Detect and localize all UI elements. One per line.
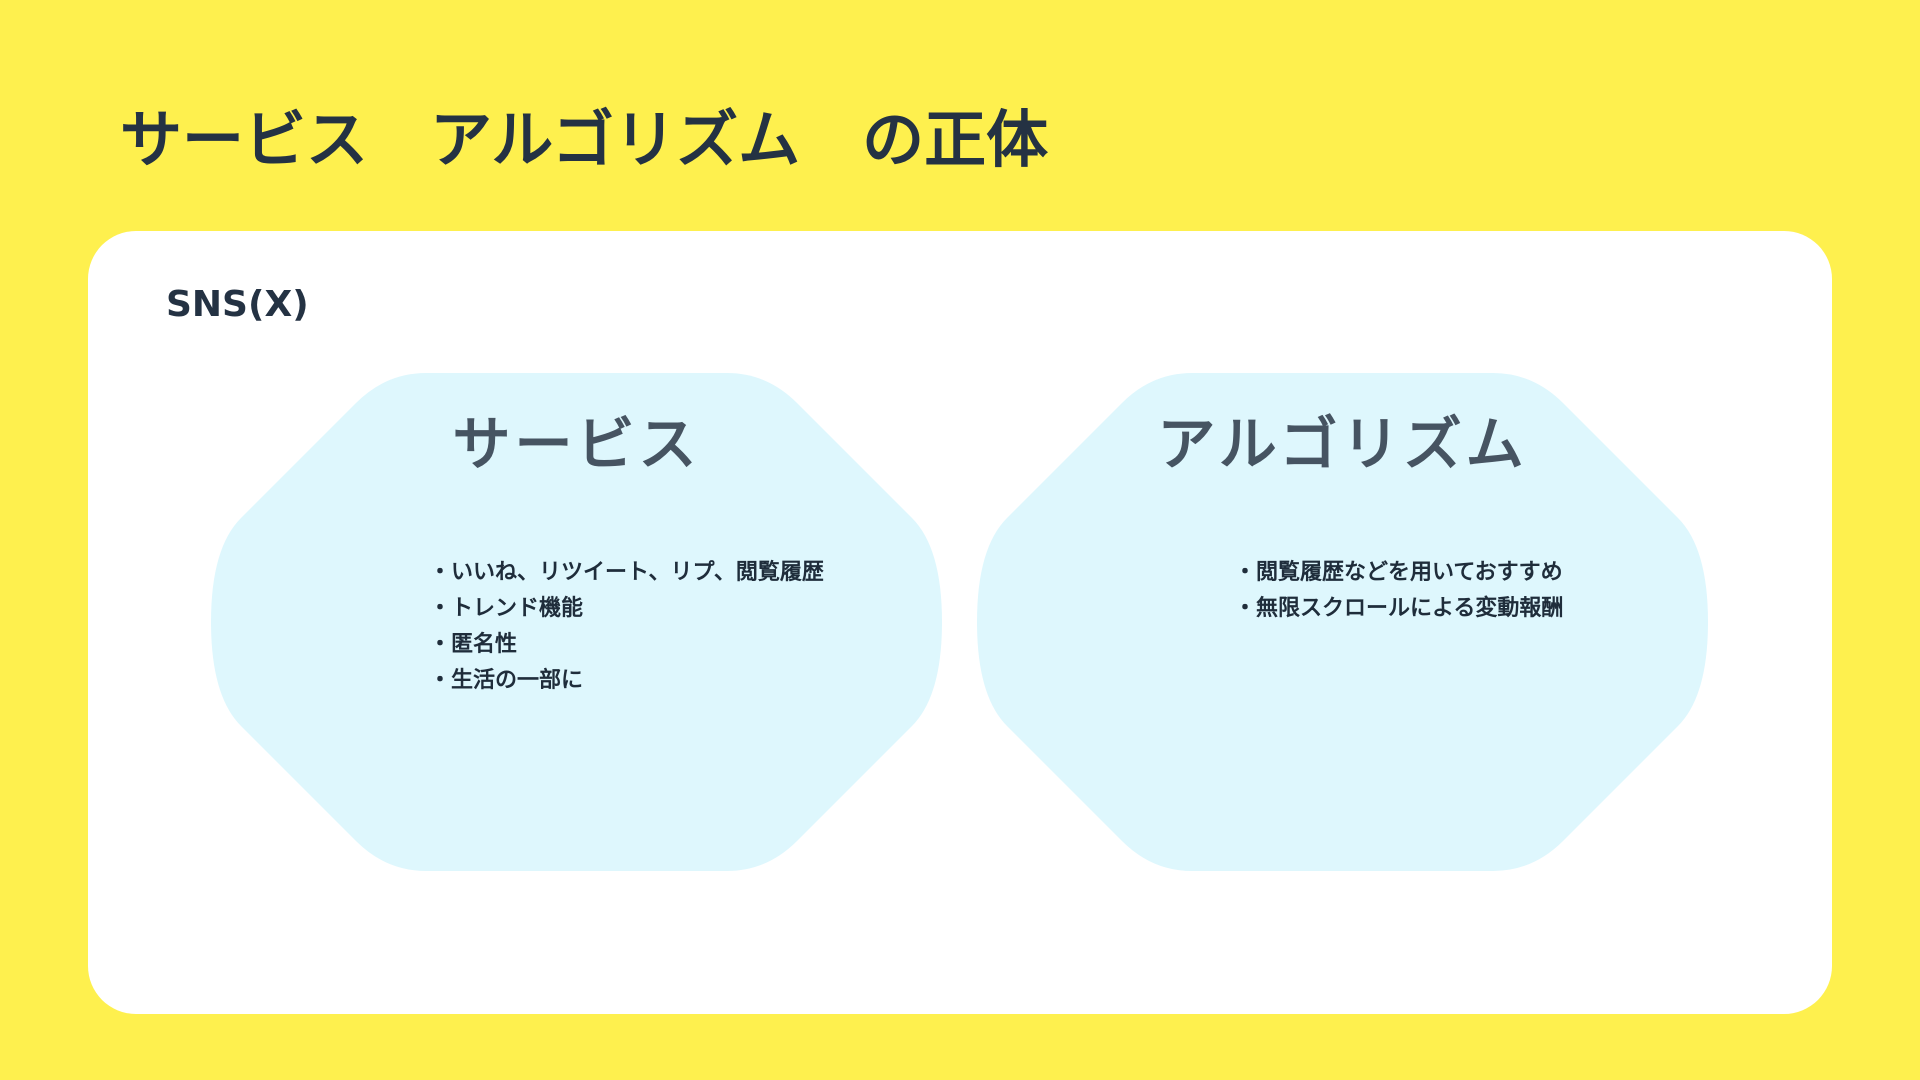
service-panel: サービス ・いいね、リツイート、リプ、閲覧履歴 ・トレンド機能 ・匿名性 ・生活… [211,373,942,871]
algorithm-panel: アルゴリズム ・閲覧履歴などを用いておすすめ ・無限スクロールによる変動報酬 [977,373,1708,871]
list-item-text: 閲覧履歴などを用いておすすめ [1256,560,1563,585]
service-heading: サービス [452,410,701,478]
list-item: ・生活の一部に [429,663,824,699]
service-list: ・いいね、リツイート、リプ、閲覧履歴 ・トレンド機能 ・匿名性 ・生活の一部に [429,555,824,699]
list-item: ・トレンド機能 [429,591,824,627]
algorithm-hexagon-shape [977,373,1708,871]
list-item: ・閲覧履歴などを用いておすすめ [1234,555,1563,591]
service-hexagon-shape [211,373,942,871]
list-item: ・無限スクロールによる変動報酬 [1234,591,1563,627]
bullet: ・ [429,560,452,585]
content-card: SNS(X) サービス ・いいね、リツイート、リプ、閲覧履歴 ・トレンド機能 ・… [88,231,1832,1014]
list-item-text: 生活の一部に [451,668,584,693]
list-item-text: いいね、リツイート、リプ、閲覧履歴 [451,560,824,585]
list-item: ・いいね、リツイート、リプ、閲覧履歴 [429,555,824,591]
bullet: ・ [429,596,452,621]
list-item-text: 匿名性 [451,632,518,657]
algorithm-heading: アルゴリズム [1157,410,1528,478]
bullet: ・ [1234,596,1257,621]
slide-title: サービス アルゴリズム の正体 [120,103,1049,176]
list-item-text: トレンド機能 [451,596,584,621]
bullet: ・ [1234,560,1257,585]
list-item: ・匿名性 [429,627,824,663]
bullet: ・ [429,668,452,693]
card-label: SNS(X) [166,284,309,325]
algorithm-list: ・閲覧履歴などを用いておすすめ ・無限スクロールによる変動報酬 [1234,555,1563,627]
list-item-text: 無限スクロールによる変動報酬 [1256,596,1564,621]
bullet: ・ [429,632,452,657]
